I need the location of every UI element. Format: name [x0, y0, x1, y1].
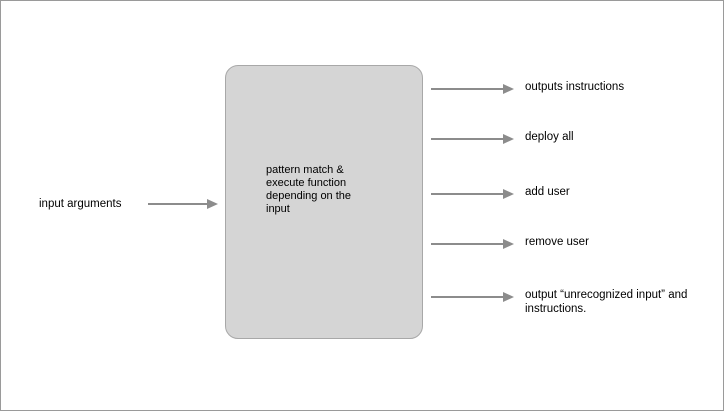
- output-label-remove-user: remove user: [525, 236, 589, 248]
- output-arrow-5-head: [503, 292, 514, 302]
- output-arrow-2-head: [503, 134, 514, 144]
- output-arrow-4-head: [503, 239, 514, 249]
- input-arrow: [148, 199, 218, 209]
- input-arguments-label: input arguments: [39, 198, 122, 210]
- output-arrow-5: [431, 292, 515, 302]
- output-arrow-3: [431, 189, 515, 199]
- output-arrow-2: [431, 134, 515, 144]
- output-arrow-3-shaft: [431, 193, 504, 195]
- output-label-outputs-instructions: outputs instructions: [525, 81, 625, 93]
- output-arrow-2-shaft: [431, 138, 504, 140]
- output-arrow-3-head: [503, 189, 514, 199]
- output-arrow-4-shaft: [431, 243, 504, 245]
- input-arrow-head: [207, 199, 218, 209]
- output-arrow-1-shaft: [431, 88, 504, 90]
- output-arrow-1-head: [503, 84, 514, 94]
- process-box: pattern match & execute function dependi…: [225, 65, 423, 339]
- output-label-add-user: add user: [525, 186, 570, 198]
- output-label-unrecognized-input: output “unrecognized input” and instruct…: [525, 289, 688, 315]
- output-arrow-5-shaft: [431, 296, 504, 298]
- process-box-label: pattern match & execute function dependi…: [266, 164, 352, 215]
- output-label-deploy-all: deploy all: [525, 131, 574, 143]
- output-arrow-4: [431, 239, 515, 249]
- input-arrow-shaft: [148, 203, 208, 205]
- output-arrow-1: [431, 84, 515, 94]
